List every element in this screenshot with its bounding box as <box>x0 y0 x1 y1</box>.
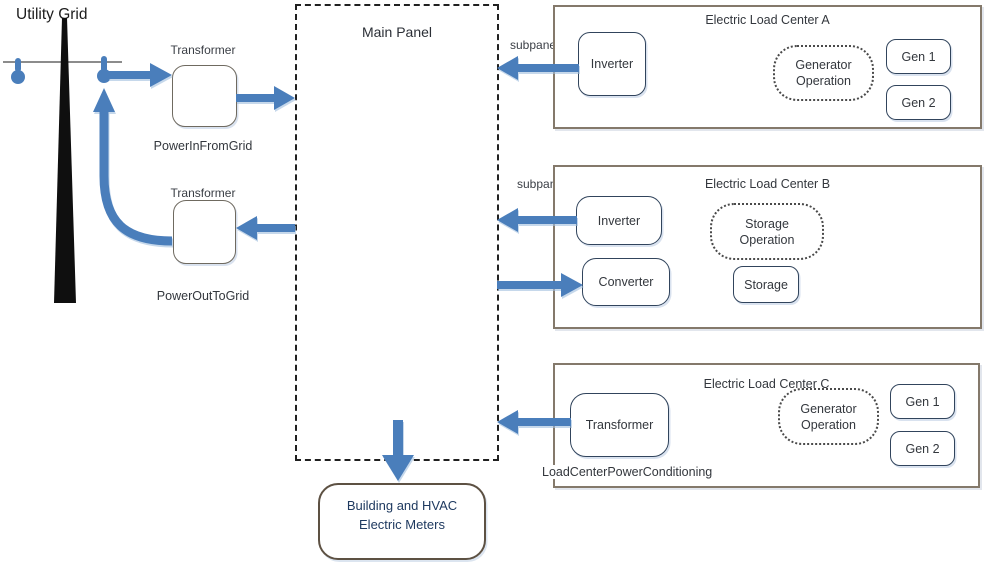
arrow-panel-to-transformer-out <box>236 216 295 240</box>
generator-operation-c-node: Generator Operation <box>778 388 879 445</box>
pole-shape <box>54 18 76 303</box>
building-meters-node: Building and HVAC Electric Meters <box>318 483 486 560</box>
load-center-c-caption: LoadCenterPowerConditioning <box>539 465 716 479</box>
load-center-a-title: Electric Load Center A <box>705 13 830 27</box>
gen2-a-node: Gen 2 <box>886 85 951 120</box>
inverter-b-node: Inverter <box>576 196 662 245</box>
subpanel-label-a: subpanel <box>510 38 559 52</box>
transformer-in-label: Transformer <box>170 43 236 57</box>
transformer-in-caption: PowerInFromGrid <box>153 139 253 153</box>
converter-b-node: Converter <box>582 258 670 306</box>
building-meters-line2: Electric Meters <box>359 517 445 532</box>
arrow-grid-to-transformer-in <box>108 63 172 87</box>
generator-operation-c-label: Generator Operation <box>800 401 857 432</box>
transformer-out-caption: PowerOutToGrid <box>156 289 250 303</box>
main-panel-title: Main Panel <box>361 24 433 40</box>
gen1-c-node: Gen 1 <box>890 384 955 419</box>
transformer-out-node <box>173 200 236 264</box>
storage-b-node: Storage <box>733 266 799 303</box>
generator-operation-a-node: Generator Operation <box>773 45 874 101</box>
inverter-a-node: Inverter <box>578 32 646 96</box>
arrow-transformer-out-to-grid <box>93 88 173 246</box>
main-panel: Main Panel <box>295 4 499 461</box>
insulator-right-icon <box>97 56 111 83</box>
storage-operation-b-node: Storage Operation <box>710 203 824 260</box>
transformer-out-label: Transformer <box>170 186 236 200</box>
utility-grid-label: Utility Grid <box>16 6 88 23</box>
load-center-b-title: Electric Load Center B <box>704 177 831 191</box>
insulator-left-icon <box>11 58 25 84</box>
transformer-c-node: Transformer <box>570 393 669 457</box>
transformer-in-node <box>172 65 237 127</box>
generator-operation-a-label: Generator Operation <box>795 58 852 88</box>
utility-pole-icon <box>3 18 122 303</box>
building-meters-line1: Building and HVAC <box>346 498 458 513</box>
arrow-transformer-in-to-panel <box>236 86 295 110</box>
load-center-c-title: Electric Load Center C <box>703 377 830 391</box>
gen1-a-node: Gen 1 <box>886 39 951 74</box>
gen2-c-node: Gen 2 <box>890 431 955 466</box>
storage-operation-b-label: Storage Operation <box>739 216 795 247</box>
